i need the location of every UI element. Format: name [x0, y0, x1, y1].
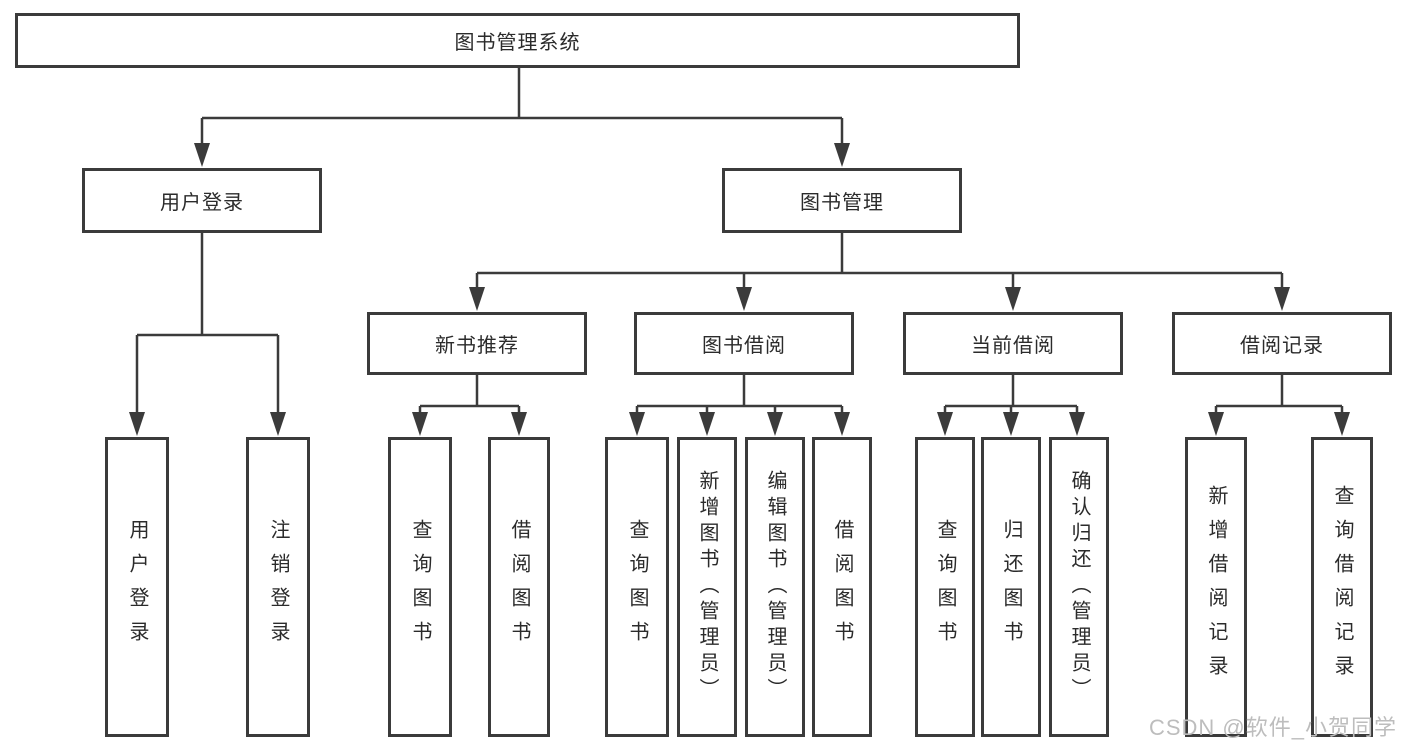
node-book-borrowing: 图书借阅: [634, 312, 854, 375]
arrow-down-icon: [834, 143, 850, 167]
connector-path: [135, 68, 1344, 415]
arrow-down-icon: [736, 287, 752, 311]
arrow-down-icon: [469, 287, 485, 311]
arrow-down-icon: [699, 412, 715, 436]
arrow-down-icon: [270, 412, 286, 436]
leaf-add-book-admin: 新增图书（管理员）: [677, 437, 737, 737]
arrow-down-icon: [129, 412, 145, 436]
node-user-login: 用户登录: [82, 168, 322, 233]
node-borrowing-records: 借阅记录: [1172, 312, 1392, 375]
leaf-confirm-return-admin: 确认归还（管理员）: [1049, 437, 1109, 737]
arrow-down-icon: [1334, 412, 1350, 436]
node-book-management: 图书管理: [722, 168, 962, 233]
leaf-user-login: 用户登录: [105, 437, 169, 737]
node-new-book-recommendation: 新书推荐: [367, 312, 587, 375]
arrow-down-icon: [194, 143, 210, 167]
node-library-system: 图书管理系统: [15, 13, 1020, 68]
leaf-borrow-books-borrowing: 借阅图书: [812, 437, 872, 737]
leaf-logout-login: 注销登录: [246, 437, 310, 737]
arrow-down-icon: [1069, 412, 1085, 436]
leaf-edit-book-admin: 编辑图书（管理员）: [745, 437, 805, 737]
leaf-query-borrow-record: 查询借阅记录: [1311, 437, 1373, 737]
arrow-down-icon: [1005, 287, 1021, 311]
leaf-query-books-borrowing: 查询图书: [605, 437, 669, 737]
arrowheads: [129, 143, 1350, 436]
arrow-down-icon: [511, 412, 527, 436]
leaf-query-books-recommend: 查询图书: [388, 437, 452, 737]
arrow-down-icon: [1274, 287, 1290, 311]
arrow-down-icon: [1003, 412, 1019, 436]
leaf-return-books: 归还图书: [981, 437, 1041, 737]
arrow-down-icon: [834, 412, 850, 436]
arrow-down-icon: [412, 412, 428, 436]
arrow-down-icon: [629, 412, 645, 436]
leaf-borrow-books-recommend: 借阅图书: [488, 437, 550, 737]
arrow-down-icon: [767, 412, 783, 436]
leaf-query-books-current: 查询图书: [915, 437, 975, 737]
node-current-borrowing: 当前借阅: [903, 312, 1123, 375]
watermark: CSDN @软件_小贺同学: [1148, 715, 1397, 740]
leaf-add-borrow-record: 新增借阅记录: [1185, 437, 1247, 737]
arrow-down-icon: [937, 412, 953, 436]
arrow-down-icon: [1208, 412, 1224, 436]
